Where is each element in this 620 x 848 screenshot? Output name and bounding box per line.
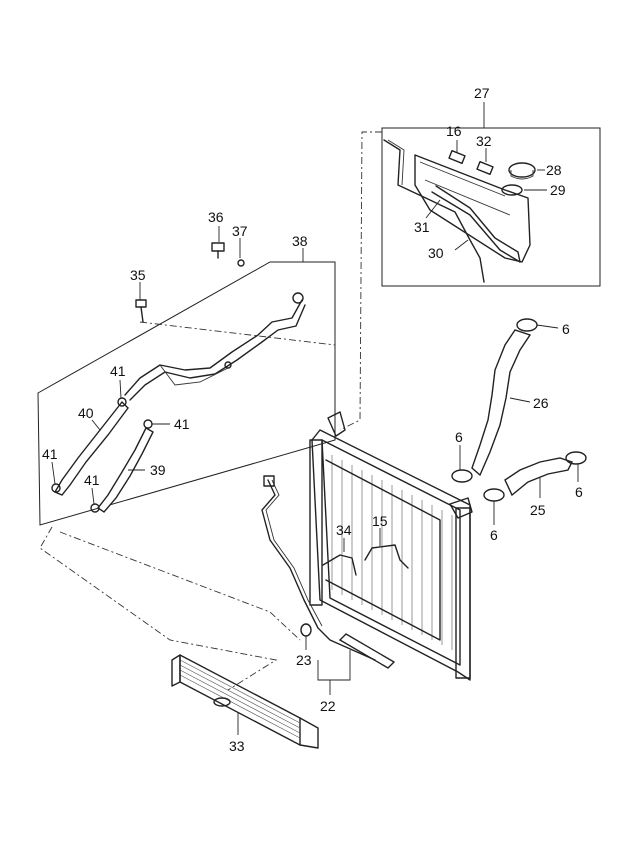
- upper-radiator-hose: [451, 318, 559, 483]
- callout-6b: 6: [455, 429, 463, 445]
- radiator-side-tank-right: [455, 507, 471, 679]
- pipe-group-frame: [37, 261, 336, 526]
- clamp-6-lower: [483, 488, 505, 502]
- tank-bracket: [431, 185, 521, 263]
- cooler-line-fitting-23: [300, 623, 312, 637]
- callout-26: 26: [533, 395, 549, 411]
- callout-15: 15: [372, 513, 388, 529]
- callout-41b: 41: [174, 416, 190, 432]
- overflow-hose: [383, 139, 485, 283]
- callout-34: 34: [336, 522, 352, 538]
- callout-28: 28: [546, 162, 562, 178]
- radiator-core-fins: [331, 455, 453, 650]
- callout-35: 35: [130, 267, 146, 283]
- bolt-36: [211, 242, 225, 259]
- lower-radiator-hose: [483, 451, 587, 525]
- callout-31: 31: [414, 219, 430, 235]
- callout-41c: 41: [42, 446, 58, 462]
- callout-29: 29: [550, 182, 566, 198]
- callout-38: 38: [292, 233, 308, 249]
- radiator-side-tank-left: [309, 439, 323, 606]
- callout-6a: 6: [562, 321, 570, 337]
- callout-6c: 6: [575, 484, 583, 500]
- clamp-6-mid: [451, 469, 473, 483]
- clamp-6-right: [565, 451, 587, 465]
- washer-37: [237, 259, 245, 267]
- callout-22: 22: [320, 698, 336, 714]
- callout-36: 36: [208, 209, 224, 225]
- hose-26: [471, 329, 532, 477]
- radiator-assembly: [309, 411, 473, 681]
- cooler-pipe-upper: [124, 299, 303, 396]
- reservoir-tank: [414, 154, 531, 263]
- callout-41d: 41: [84, 472, 100, 488]
- cooler-hose-39: [96, 427, 154, 513]
- oil-cooler-pipe-group: [37, 226, 336, 526]
- callout-37: 37: [232, 223, 248, 239]
- oil-cooler-line: [261, 475, 376, 695]
- callout-40: 40: [78, 405, 94, 421]
- condenser: [325, 459, 441, 641]
- callout-23: 23: [296, 652, 312, 668]
- pipe-15: [364, 544, 409, 569]
- reservoir-frame: [381, 127, 601, 287]
- pipe-34: [322, 554, 357, 576]
- oil-cooler: [171, 654, 319, 749]
- callout-25: 25: [530, 502, 546, 518]
- oil-cooler-core: [179, 654, 301, 746]
- callout-6d: 6: [490, 527, 498, 543]
- callout-27: 27: [474, 85, 490, 101]
- callout-39: 39: [150, 462, 166, 478]
- radiator-drain: [338, 633, 396, 669]
- callout-33: 33: [229, 738, 245, 754]
- bolt-35: [135, 299, 147, 323]
- hose-25: [504, 457, 573, 497]
- cooler-hose-40: [53, 400, 129, 496]
- callout-32: 32: [476, 133, 492, 149]
- reservoir-link-line: [339, 131, 382, 431]
- hose-clamp-41: [117, 397, 127, 407]
- callout-labels: 27 16 32 28 29 31 30 36 37 38 35 41 40 4…: [42, 85, 583, 754]
- reservoir-cap: [508, 162, 536, 180]
- clamp-6-top: [516, 318, 538, 332]
- cooler-line-22: [261, 479, 376, 661]
- cooler-link-line: [39, 526, 278, 691]
- reservoir-tank-group: [381, 102, 601, 287]
- radiator-frame: [311, 429, 471, 681]
- callout-16: 16: [446, 123, 462, 139]
- cap-seal-ring: [501, 184, 523, 196]
- callout-30: 30: [428, 245, 444, 261]
- callout-41a: 41: [110, 363, 126, 379]
